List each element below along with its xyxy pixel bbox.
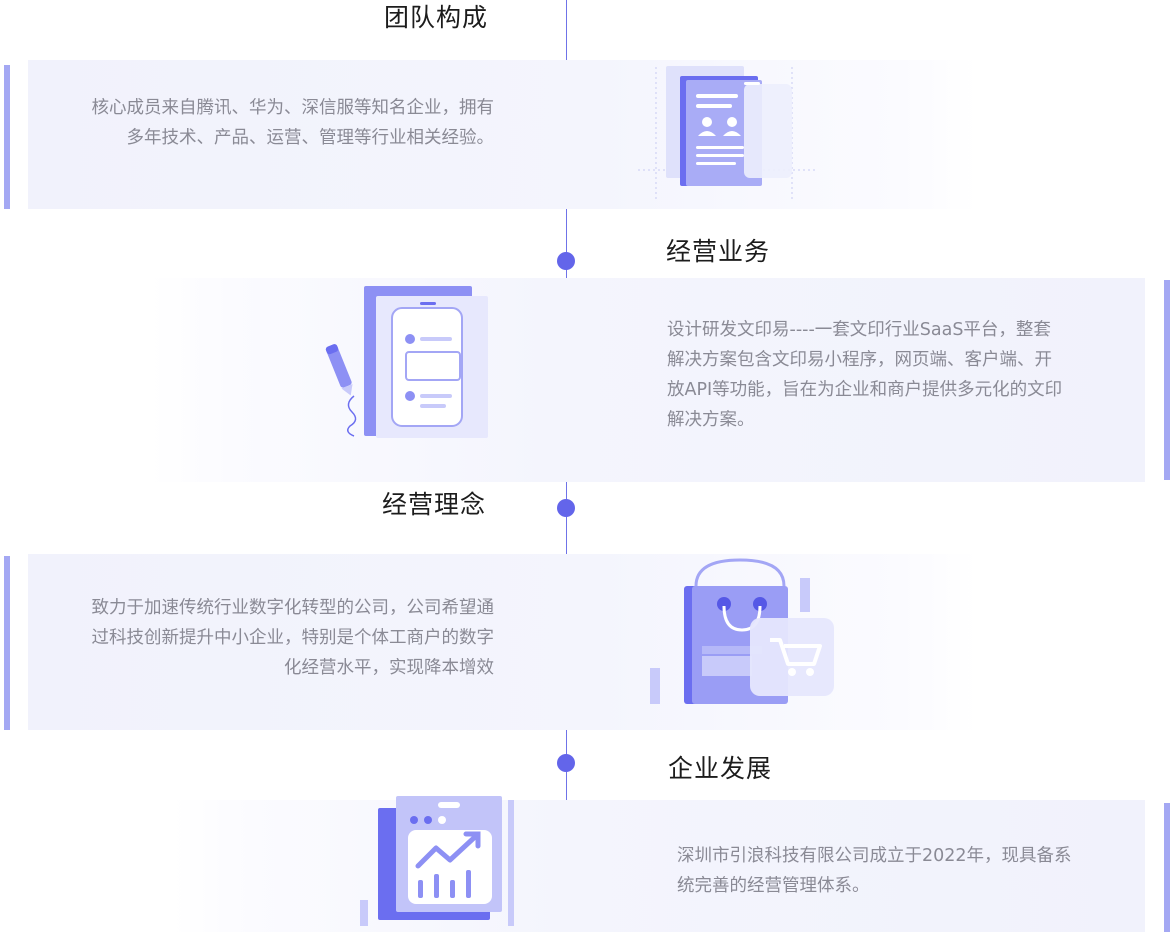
clipboard-pen-icon	[324, 284, 494, 444]
team-document-icon	[636, 62, 821, 207]
accent-bar	[4, 65, 10, 209]
section-card-team	[28, 60, 978, 209]
section-description-business: 设计研发文印易----一套文印行业SaaS平台，整套解决方案包含文印易小程序，网…	[667, 320, 1063, 430]
shopping-bag-cart-icon	[646, 556, 846, 706]
section-description-team: 核心成员来自腾讯、华为、深信服等知名企业，拥有多年技术、产品、运营、管理等行业相…	[91, 98, 495, 148]
accent-bar	[1164, 280, 1170, 480]
timeline-dot	[557, 252, 575, 270]
section-title-team: 团队构成	[384, 3, 489, 32]
section-card-business	[150, 278, 1145, 482]
section-title-philosophy: 经营理念	[382, 490, 487, 519]
section-title-development: 企业发展	[668, 754, 773, 783]
timeline-dot	[557, 754, 575, 772]
accent-bar	[4, 556, 10, 730]
timeline-dot	[557, 499, 575, 517]
accent-bar	[1164, 803, 1170, 932]
growth-chart-icon	[356, 794, 526, 932]
section-card-development	[172, 800, 1145, 932]
section-description-philosophy: 致力于加速传统行业数字化转型的公司，公司希望通过科技创新提升中小企业，特别是个体…	[91, 598, 495, 678]
section-title-business: 经营业务	[666, 237, 771, 266]
section-description-development: 深圳市引浪科技有限公司成立于2022年，现具备系统完善的经营管理体系。	[677, 846, 1072, 896]
